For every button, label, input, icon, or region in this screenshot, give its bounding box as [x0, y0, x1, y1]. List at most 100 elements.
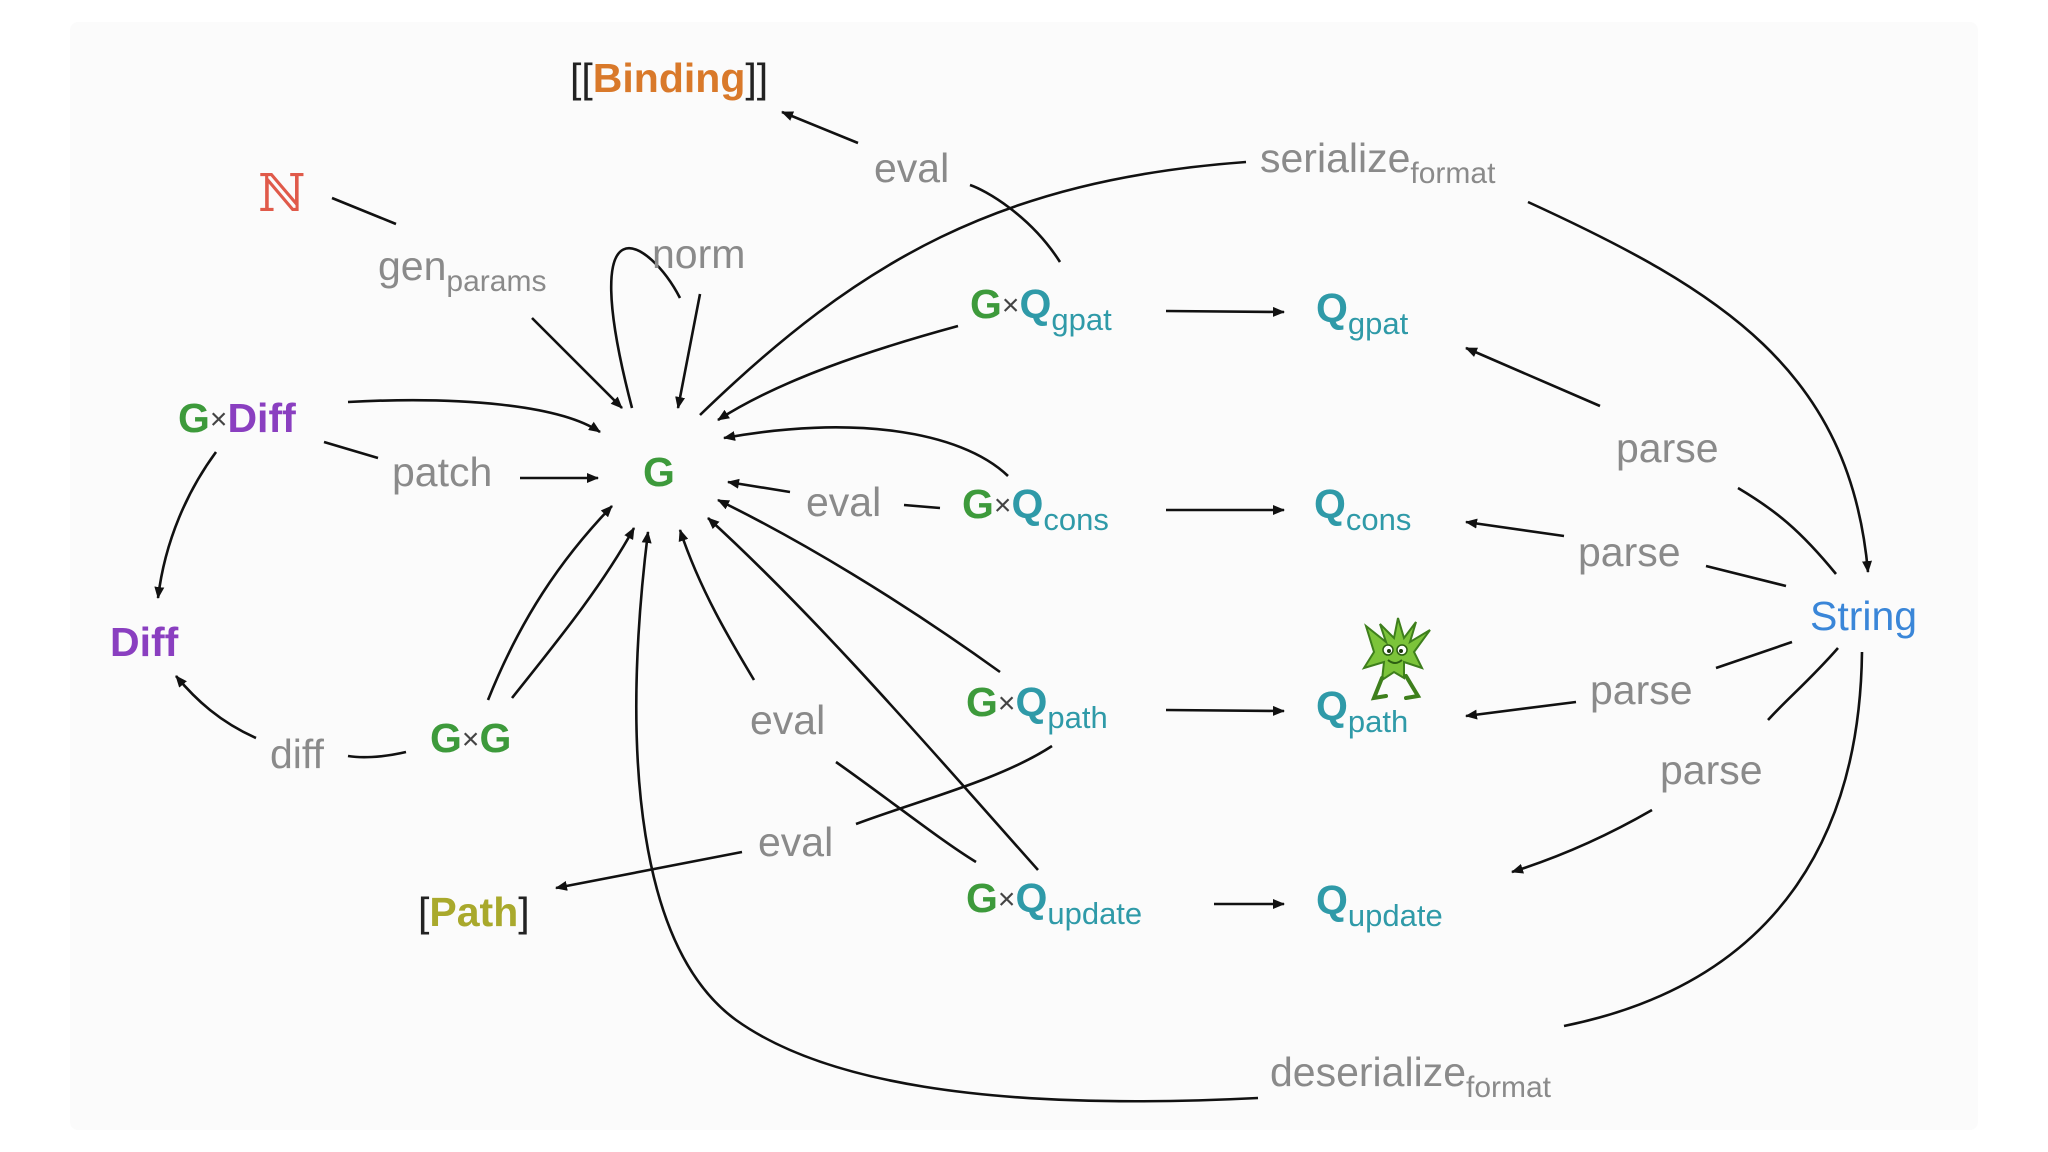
label-eval-cons: eval [806, 479, 882, 525]
gq-update-sub: update [1047, 896, 1143, 931]
arrow-gq-path-to-q-path [1165, 705, 1285, 716]
arrow-parse-gpat [1466, 348, 1838, 575]
gq-update-times: × [997, 883, 1016, 916]
arrow-gq-path-to-center [717, 498, 1001, 674]
node-g-times-diff: G×Diff [178, 398, 296, 439]
goblin-mascot-icon [1361, 617, 1431, 701]
gq-cons-times: × [993, 489, 1012, 522]
arrow-gq-update-to-center [707, 517, 1039, 871]
node-binding: [[Binding]] [570, 58, 768, 99]
gq-cons-sub: cons [1043, 502, 1109, 537]
label-serialize: serializeformat [1260, 135, 1495, 189]
gq-path-q: Q [1015, 679, 1048, 725]
arrow-parse-cons [1466, 522, 1787, 588]
arrow-eval-cons-to-center [728, 482, 941, 510]
arrow-diff [176, 676, 407, 759]
arrow-norm-loop [609, 246, 702, 408]
serialize-sub: format [1410, 157, 1496, 190]
node-q-gpat: Qgpat [1316, 285, 1408, 340]
node-path-list: [Path] [418, 892, 530, 933]
gq-path-g: G [966, 679, 998, 725]
arrow-gdiff-to-diff [154, 451, 218, 599]
label-gen: genparams [378, 243, 546, 297]
binding-close-bracket: ]] [745, 55, 769, 101]
arrow-eval-lower-to-center [678, 529, 756, 681]
label-patch: patch [392, 449, 493, 495]
diagram-background [70, 22, 1978, 1130]
node-gq-cons: G×Qcons [962, 481, 1109, 536]
node-g-center: G [643, 449, 675, 495]
q-gpat-sub: gpat [1347, 306, 1409, 341]
gq-update-q: Q [1015, 875, 1048, 921]
arrow-serialize [699, 160, 1868, 572]
node-diff: Diff [110, 619, 179, 665]
gen-sub: params [446, 265, 547, 298]
deserialize-main: deserialize [1270, 1049, 1466, 1095]
serialize-main: serialize [1260, 135, 1411, 181]
gq-gpat-sub: gpat [1051, 302, 1112, 337]
label-deserialize: deserializeformat [1270, 1049, 1551, 1103]
node-q-cons: Qcons [1314, 481, 1411, 536]
label-diff: diff [270, 731, 324, 777]
label-eval-binding: eval [874, 145, 950, 191]
label-norm: norm [652, 231, 746, 277]
gdiff-g: G [178, 395, 210, 441]
arrow-gdiff-to-center [347, 398, 601, 434]
gq-update-g: G [966, 875, 998, 921]
gq-path-sub: path [1047, 700, 1108, 735]
path-open-bracket: [ [418, 889, 430, 935]
gq-gpat-times: × [1001, 289, 1020, 322]
path-word: Path [429, 889, 519, 935]
arrow-parse-update [1512, 647, 1839, 872]
arrow-patch-to-center [323, 440, 598, 478]
arrow-gen-to-center [331, 196, 622, 408]
node-gq-gpat: G×Qgpat [970, 281, 1112, 336]
arrow-gq-gpat-to-center [717, 324, 959, 422]
arrow-gg-to-center-a [486, 505, 613, 701]
label-eval-lower: eval [750, 697, 826, 743]
q-update-sub: update [1347, 898, 1443, 933]
arrow-eval-path [556, 744, 1053, 888]
q-cons-sub: cons [1345, 502, 1412, 537]
gq-gpat-g: G [970, 281, 1002, 327]
deserialize-sub: format [1466, 1071, 1552, 1104]
q-gpat-q: Q [1316, 285, 1348, 331]
gq-path-times: × [997, 687, 1016, 720]
arrow-gg-to-center-b [510, 527, 636, 699]
node-q-update: Qupdate [1316, 877, 1443, 932]
gdiff-diff: Diff [227, 395, 296, 441]
arrow-parse-path [1466, 640, 1793, 716]
node-gq-path: G×Qpath [966, 679, 1108, 734]
gg-right: G [479, 715, 512, 761]
q-update-q: Q [1316, 877, 1348, 923]
label-parse-path: parse [1590, 667, 1693, 713]
label-parse-cons: parse [1578, 529, 1681, 575]
gg-left: G [430, 715, 462, 761]
node-g-times-g: G×G [430, 718, 511, 759]
arrow-deserialize [635, 532, 1864, 1103]
node-q-path: Qpath [1316, 683, 1408, 738]
node-string: String [1810, 593, 1918, 639]
arrow-gq-gpat-to-q-gpat [1165, 306, 1285, 317]
binding-word: Binding [592, 55, 746, 101]
path-close-bracket: ] [518, 889, 530, 935]
binding-open-bracket: [[ [570, 55, 593, 101]
arrow-gq-cons-to-center-upper [723, 426, 1009, 477]
arrow-eval-update [835, 760, 977, 864]
q-path-sub: path [1347, 704, 1409, 739]
label-parse-update: parse [1660, 747, 1763, 793]
gdiff-times: × [209, 403, 228, 436]
q-cons-q: Q [1314, 481, 1346, 527]
gq-cons-q: Q [1011, 481, 1044, 527]
node-gq-update: G×Qupdate [966, 875, 1142, 930]
node-naturals: ℕ [258, 164, 306, 224]
gen-main: gen [378, 243, 447, 289]
gq-cons-g: G [962, 481, 994, 527]
gg-times: × [461, 723, 480, 756]
label-eval-path: eval [758, 819, 834, 865]
label-parse-gpat: parse [1616, 425, 1719, 471]
gq-gpat-q: Q [1019, 281, 1052, 327]
q-path-q: Q [1316, 683, 1348, 729]
